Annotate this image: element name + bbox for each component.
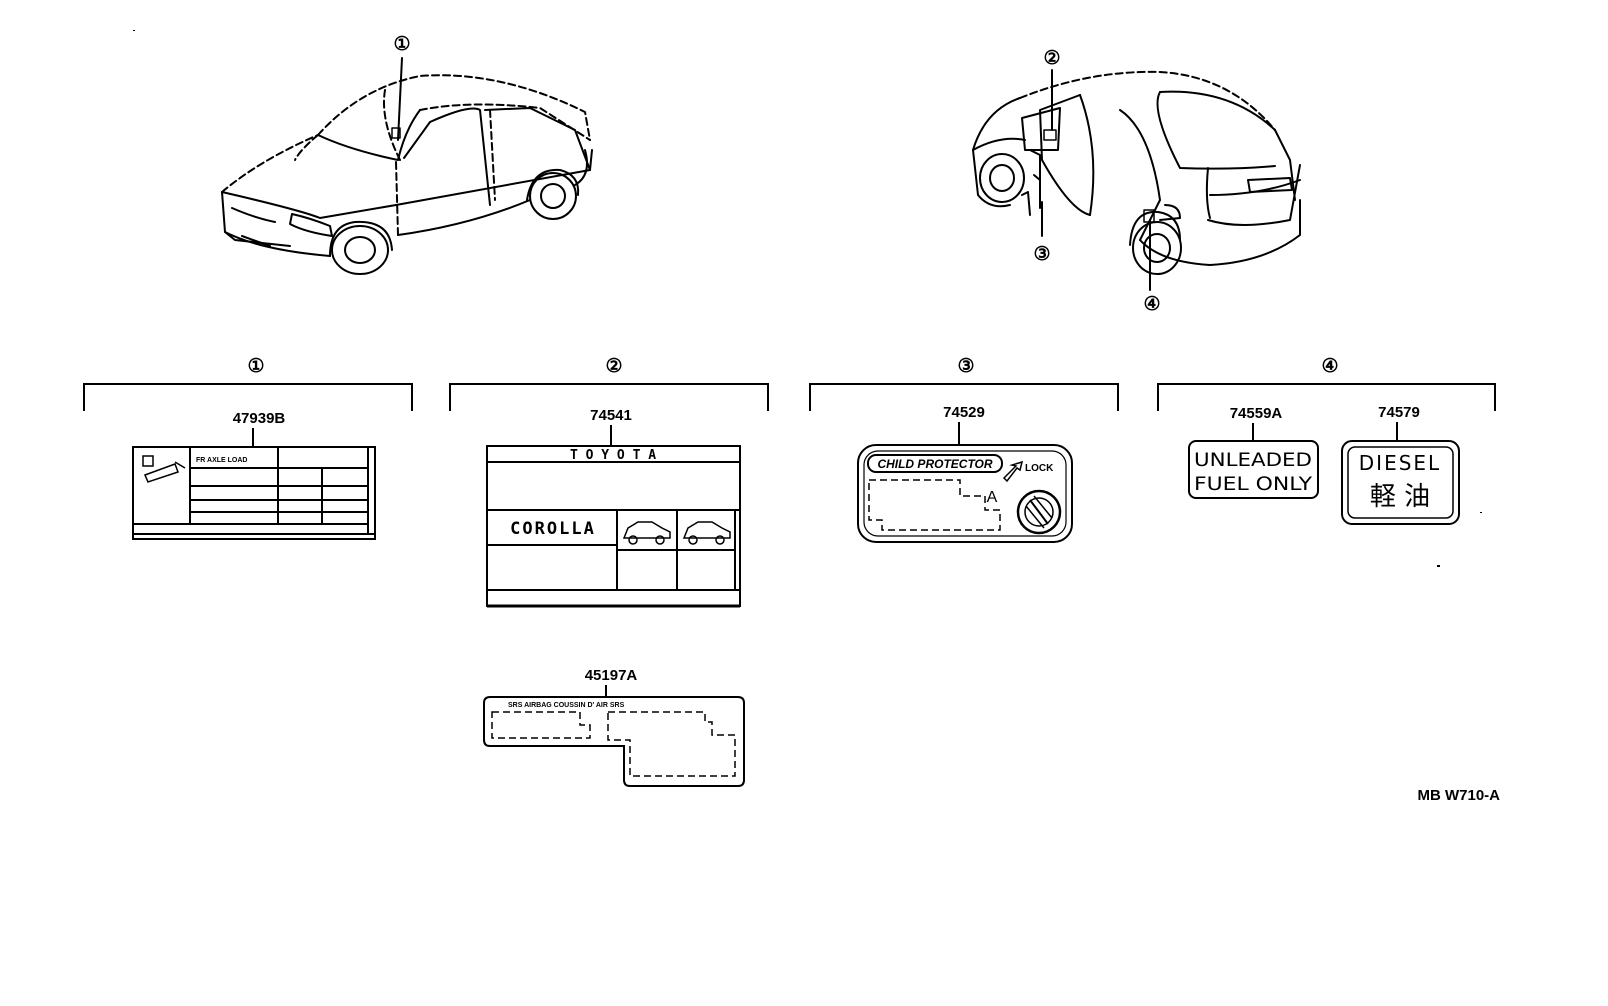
- label-74541-brand: T O Y O T A: [570, 448, 656, 463]
- label-45197a-text: SRS AIRBAG COUSSIN D' AIR SRS: [508, 702, 625, 709]
- part-number-74541: 74541: [590, 407, 632, 424]
- part-number-74579: 74579: [1378, 404, 1420, 421]
- label-74529-title: CHILD PROTECTOR: [877, 457, 992, 471]
- label-45197a: [483, 685, 745, 787]
- callout-4-rear: ④: [1143, 294, 1160, 315]
- part-number-45197a: 45197A: [585, 667, 638, 684]
- diagram-code: MB W710-A: [1417, 787, 1500, 804]
- label-47939b-text: FR AXLE LOAD: [196, 457, 247, 464]
- group-3-label: ③: [957, 356, 974, 377]
- part-number-47939b: 47939B: [233, 410, 286, 427]
- label-74559a-line-2: FUEL ONLY: [1194, 473, 1312, 495]
- callout-2-rear: ②: [1043, 48, 1060, 69]
- part-number-74559a: 74559A: [1230, 405, 1283, 422]
- group-2-label: ②: [605, 356, 622, 377]
- label-74559a: [1188, 423, 1319, 499]
- label-74579-line-2: 軽 油: [1370, 482, 1430, 512]
- label-74559a-line-1: UNLEADED: [1194, 449, 1312, 471]
- scan-specks: [133, 30, 1482, 567]
- label-47939b: [132, 428, 376, 540]
- group-brackets: [83, 383, 1496, 411]
- label-74529: [857, 422, 1073, 543]
- callout-3-rear: ③: [1033, 244, 1050, 265]
- label-74541-model: COROLLA: [510, 519, 596, 539]
- callout-1-front: ①: [393, 34, 410, 55]
- group-4-label: ④: [1321, 356, 1338, 377]
- part-number-74529: 74529: [943, 404, 985, 421]
- front-car-illustration: [221, 57, 593, 275]
- label-74579-line-1: DIESEL: [1359, 451, 1441, 475]
- label-74529-lock: LOCK: [1025, 463, 1054, 474]
- rear-car-illustration: [972, 69, 1301, 291]
- label-74529-mark: A: [987, 489, 998, 506]
- label-74541: [486, 425, 741, 608]
- group-1-label: ①: [247, 356, 264, 377]
- label-74579: [1341, 422, 1460, 525]
